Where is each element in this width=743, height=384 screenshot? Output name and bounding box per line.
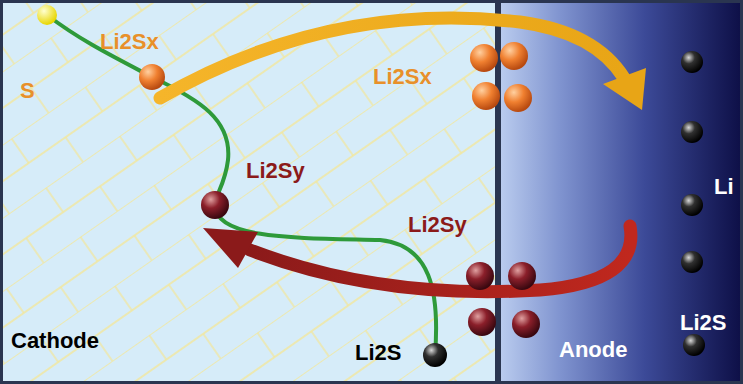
polysulfide-label: Li2Sy	[246, 160, 305, 182]
product-label: Li2S	[680, 312, 726, 334]
polysulfide-label: Li2Sx	[373, 66, 432, 88]
element-label: S	[20, 80, 35, 102]
product-label: Li2S	[355, 342, 401, 364]
element-label: Li	[714, 176, 734, 198]
polysulfide-label: Li2Sy	[408, 214, 467, 236]
region-title: Anode	[559, 339, 627, 361]
polysulfide-label: Li2Sx	[100, 31, 159, 53]
region-title: Cathode	[11, 330, 99, 352]
